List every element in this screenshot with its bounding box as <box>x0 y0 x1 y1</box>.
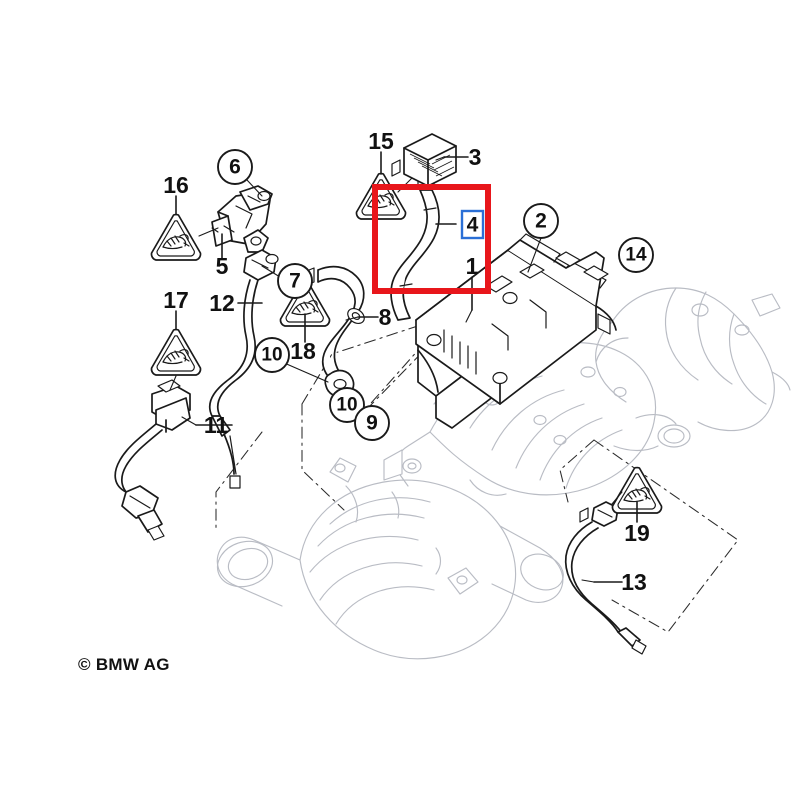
part-3-electrical-connector <box>391 133 457 187</box>
label-15: 15 <box>368 128 394 154</box>
label-12: 12 <box>209 290 235 316</box>
circle-2: 2 <box>523 203 559 239</box>
label-19: 19 <box>624 520 650 546</box>
part-5-sensor-bracket <box>211 185 273 253</box>
label-11: 11 <box>204 412 229 438</box>
label-5: 5 <box>216 253 229 279</box>
copyright-notice: © BMW AG <box>78 655 170 674</box>
part-12-sensor-cable <box>208 249 279 489</box>
part-7-8-sensor-lines <box>303 265 365 398</box>
label-16: 16 <box>163 172 189 198</box>
part-13-rear-oxygen-sensor <box>564 501 647 655</box>
highlight-selection-group[interactable]: 4 <box>372 184 491 294</box>
circle-9: 9 <box>354 405 390 441</box>
circle-10a: 10 <box>254 337 290 373</box>
warning-17-icon <box>150 328 202 376</box>
selected-label-text: 4 <box>467 214 479 237</box>
circle-2-text: 2 <box>535 210 547 233</box>
plain-number-labels: 16 5 17 12 18 11 8 15 3 1 19 13 <box>163 128 650 595</box>
circle-14-text: 14 <box>625 245 647 266</box>
label-8: 8 <box>379 304 392 330</box>
circle-7: 7 <box>277 263 313 299</box>
part-11-oxygen-sensor <box>114 379 191 541</box>
label-13: 13 <box>621 569 647 595</box>
label-18: 18 <box>290 338 316 364</box>
selected-label-box[interactable] <box>460 209 485 240</box>
circle-7-text: 7 <box>289 270 301 293</box>
warning-18-icon <box>279 279 331 327</box>
circle-10b: 10 <box>329 387 365 423</box>
label-17: 17 <box>163 287 189 313</box>
warning-triangles-group <box>150 172 663 514</box>
circle-6-text: 6 <box>229 156 241 179</box>
circle-10a-text: 10 <box>261 345 282 366</box>
label-1: 1 <box>466 253 479 279</box>
red-highlight-box[interactable] <box>372 184 491 294</box>
warning-15-icon <box>355 172 407 220</box>
circled-number-labels: 6 7 10 10 9 2 14 <box>217 149 654 441</box>
circle-6: 6 <box>217 149 253 185</box>
circle-10b-text: 10 <box>336 395 357 416</box>
part-1-support-bracket <box>415 233 617 429</box>
circle-9-text: 9 <box>366 412 378 435</box>
catalytic-converter-assembly <box>216 457 564 660</box>
label-3: 3 <box>469 144 482 170</box>
circle-14: 14 <box>618 237 654 273</box>
warning-16-icon <box>150 213 202 261</box>
warning-19-icon <box>611 466 663 514</box>
